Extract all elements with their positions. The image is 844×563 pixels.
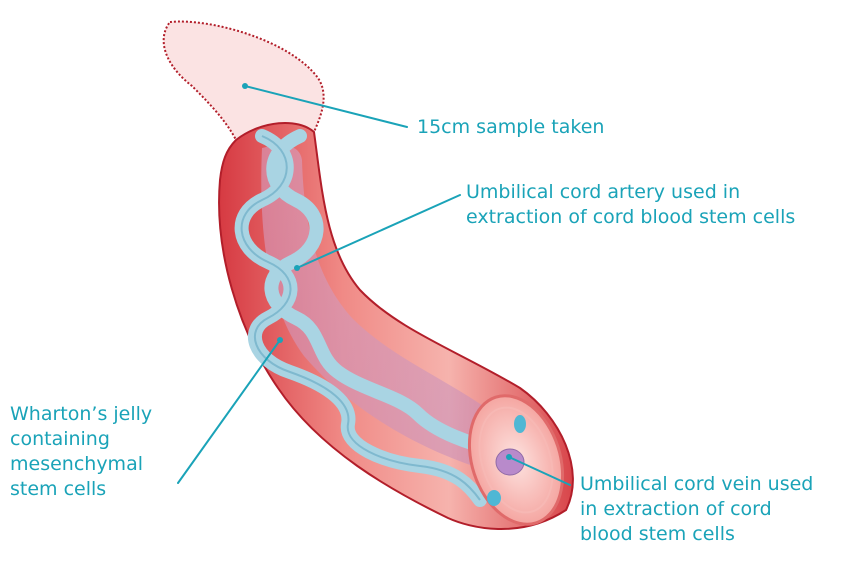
artery-lumen <box>487 490 501 506</box>
label-whartons-jelly: Wharton’s jelly containing mesenchymal s… <box>10 402 152 502</box>
leader-dot <box>294 265 300 271</box>
label-sample-taken: 15cm sample taken <box>417 115 604 140</box>
leader-dot <box>277 337 283 343</box>
label-umbilical-artery: Umbilical cord artery used in extraction… <box>466 180 795 230</box>
label-umbilical-vein: Umbilical cord vein used in extraction o… <box>580 472 813 547</box>
leader-dot <box>506 454 512 460</box>
leader-dot <box>242 83 248 89</box>
sample-section <box>164 22 324 140</box>
artery-lumen <box>514 415 526 433</box>
leader-jelly <box>178 340 280 483</box>
